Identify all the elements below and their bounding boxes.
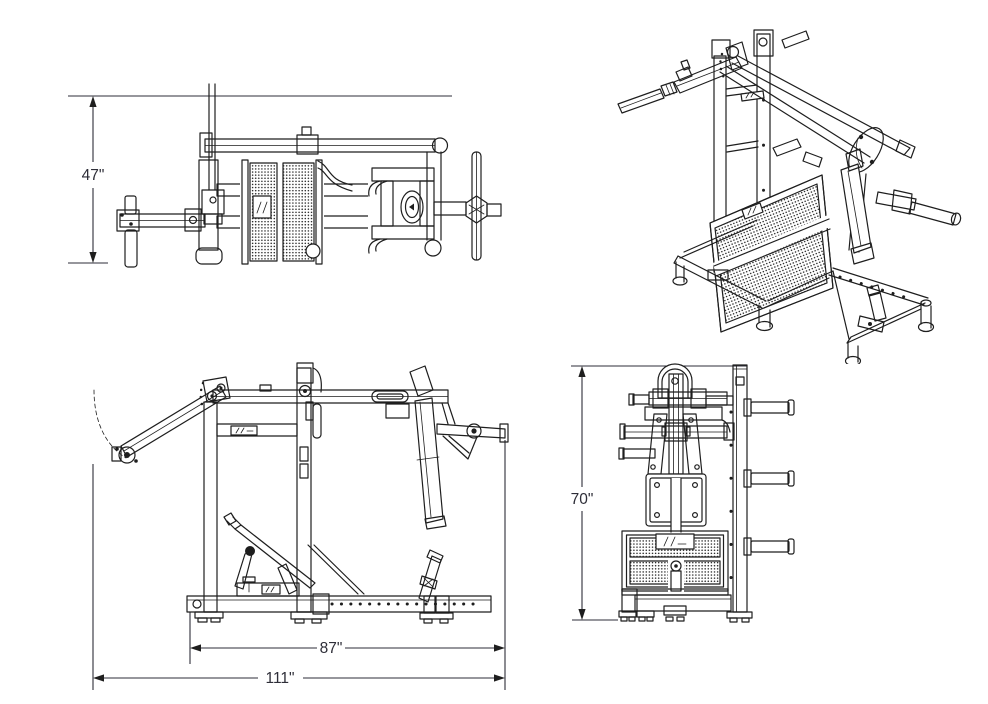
front-view-machine <box>618 363 795 623</box>
dimension-height-70: 70" <box>571 365 747 621</box>
brand-mark <box>235 427 254 434</box>
foot-plate-top <box>240 157 324 267</box>
foot-plate-iso <box>709 174 834 333</box>
isometric-machine <box>617 29 962 364</box>
brand-mark <box>663 536 687 547</box>
dimension-overall-111: 111" <box>92 464 505 690</box>
dim-label-70: 70" <box>571 491 594 508</box>
top-view: 47" <box>68 83 502 268</box>
dim-label-47: 47" <box>82 167 105 184</box>
brand-mark <box>256 201 268 214</box>
carriage-top <box>368 165 442 257</box>
weight-peg <box>743 398 795 417</box>
foot-plate-front <box>621 530 729 592</box>
side-view: 87" 111" <box>92 362 509 690</box>
dimension-depth-47: 47" <box>68 95 452 264</box>
weight-peg <box>743 469 795 488</box>
top-view-machine <box>116 83 502 268</box>
dim-label-111: 111" <box>265 670 294 687</box>
side-view-machine <box>93 362 509 624</box>
dimension-inner-87: 87" <box>189 440 506 690</box>
weight-peg <box>743 537 795 556</box>
dim-label-87: 87" <box>320 640 343 657</box>
isometric-view <box>617 29 962 364</box>
front-view: 70" <box>571 363 795 623</box>
brand-mark <box>265 586 275 593</box>
brand-mark <box>747 205 757 216</box>
